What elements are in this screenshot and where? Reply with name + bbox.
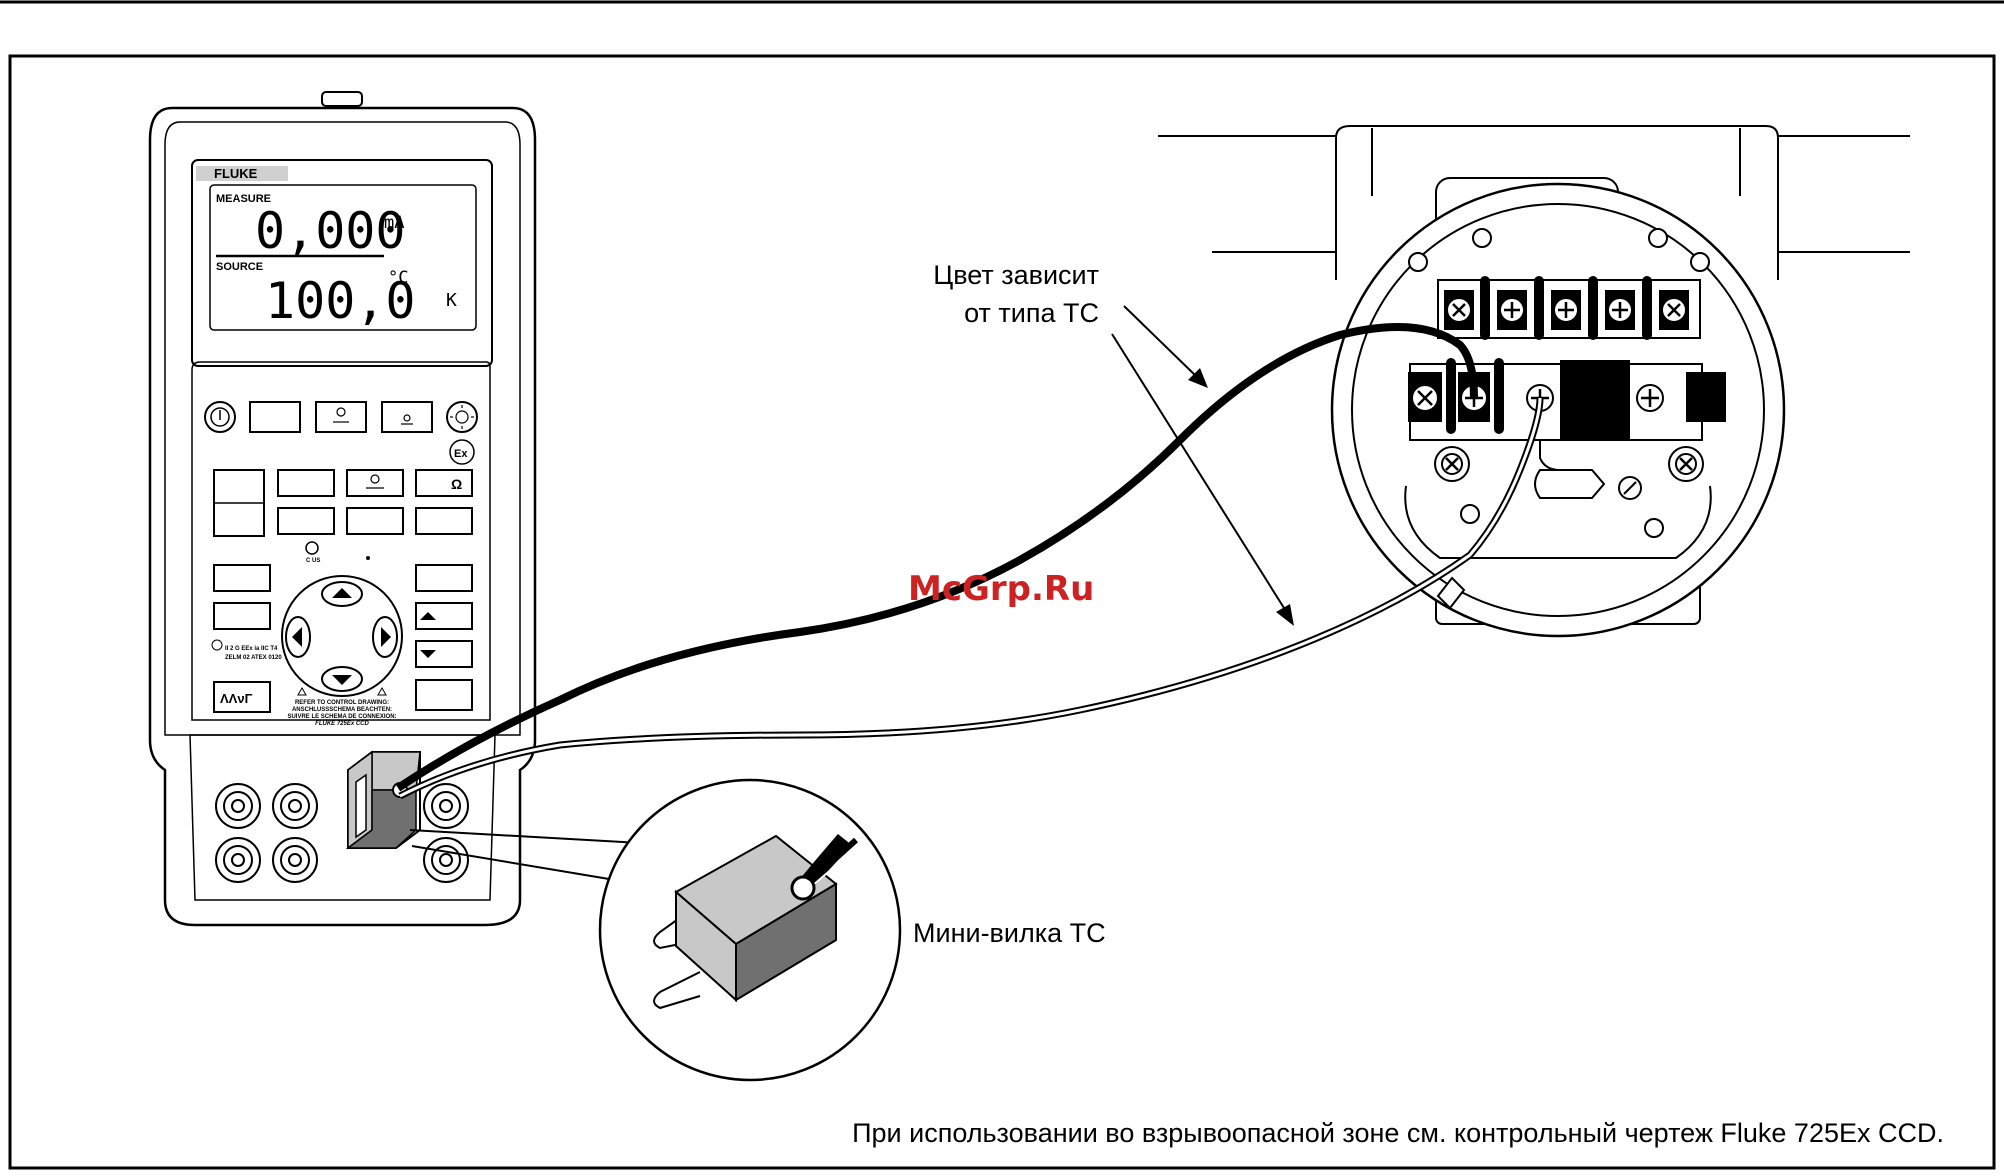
pressure-icon-2 [370,474,380,484]
key-left-2[interactable] [213,602,271,630]
warning-text-2: ANSCHLUSSSCHEMA BEACHTEN: [292,707,392,713]
key-right-4[interactable] [415,679,473,711]
key-right-1[interactable] [415,564,473,592]
mini-plug-label: Мини-вилка ТС [913,918,1106,948]
top-clip [321,91,363,107]
jack-6 [423,837,469,883]
device-inner-outline [164,121,521,736]
ex-mark-icon [449,439,475,465]
black-wire [395,323,1478,792]
warning-icon-left [297,686,307,696]
measure-label: MEASURE [216,193,271,205]
keypad-panel [191,361,491,721]
cert-text-1: II 2 G EEx ia IIC T4 [225,646,278,652]
footnote: При использовании во взрывоопасной зоне … [852,1118,1944,1148]
power-icon [210,407,230,427]
jack-4 [272,837,318,883]
key-blank-1[interactable] [249,401,301,433]
key-pressure-1[interactable] [315,401,367,433]
jack-panel [189,734,496,901]
source-unit: °C [388,268,408,288]
transmitter [1158,125,1910,638]
wire-color-label-line2: от типа ТС [964,298,1099,328]
jack-3 [215,837,261,883]
warning-icon-right [377,686,387,696]
key-row2-a[interactable] [277,469,335,497]
ex-small-icon [211,639,223,651]
arrow-right-icon [381,627,391,647]
measure-unit: mA [384,213,404,233]
brand-logo: FLUKE [214,166,258,181]
warning-text-1: REFER TO CONTROL DRAWING: [295,700,389,706]
ramp-icon: ΛΛνΓ [220,691,253,706]
step-down-icon [420,650,436,658]
ohm-symbol: Ω [451,476,462,492]
warning-text-3: SUIVRE LE SCHEMA DE CONNEXION: [287,714,396,720]
thermocouple-wires [395,323,1544,800]
figure-frame [8,54,1996,1170]
arrow-left-icon [292,627,302,647]
sun-icon [455,410,469,424]
cert-text-2: ZELM 02 ATEX 0120 [225,655,282,661]
key-row3-b[interactable] [346,507,404,535]
source-label: SOURCE [216,261,263,273]
plug-magnifier [409,778,902,1082]
tc-mini-plug-inserted [345,750,421,850]
key-left-1[interactable] [213,564,271,592]
jack-2 [272,783,318,829]
key-ramp[interactable] [213,681,271,713]
key-row3-a[interactable] [277,507,335,535]
tc-type: K [446,290,457,311]
ex-symbol: Ex [454,448,468,460]
source-value: 100,0 [265,272,416,330]
jack-5 [423,783,469,829]
pressure-small-icon [403,414,411,422]
calibrator-device: FLUKE MEASURE 0,000 mA SOURCE 100,0 °C K… [148,91,537,927]
csa-mark-icon [305,541,319,555]
white-wire [399,397,1542,798]
backlight-button[interactable] [446,401,478,433]
key-row3-c[interactable] [415,507,473,535]
arrow-down-icon [332,675,352,685]
key-pressure-2[interactable] [381,401,433,433]
measure-value: 0,000 [255,202,406,260]
dpad[interactable] [281,575,403,697]
lcd-screen [209,184,477,331]
terminal-screws-top [1444,290,1689,330]
warning-text-4: FLUKE 725Ex CCD [315,721,369,727]
csa-text: C US [306,558,320,564]
step-up-icon [420,612,436,620]
watermark: McGrp.Ru [908,569,1094,609]
callout-arrows [1111,305,1294,626]
jack-1 [215,783,261,829]
wire-color-label-line1: Цвет зависит [933,260,1099,290]
arrow-up-icon [332,588,352,598]
key-ohm[interactable] [415,469,473,497]
pressure-icon [336,407,346,417]
brand-plate [196,166,288,181]
